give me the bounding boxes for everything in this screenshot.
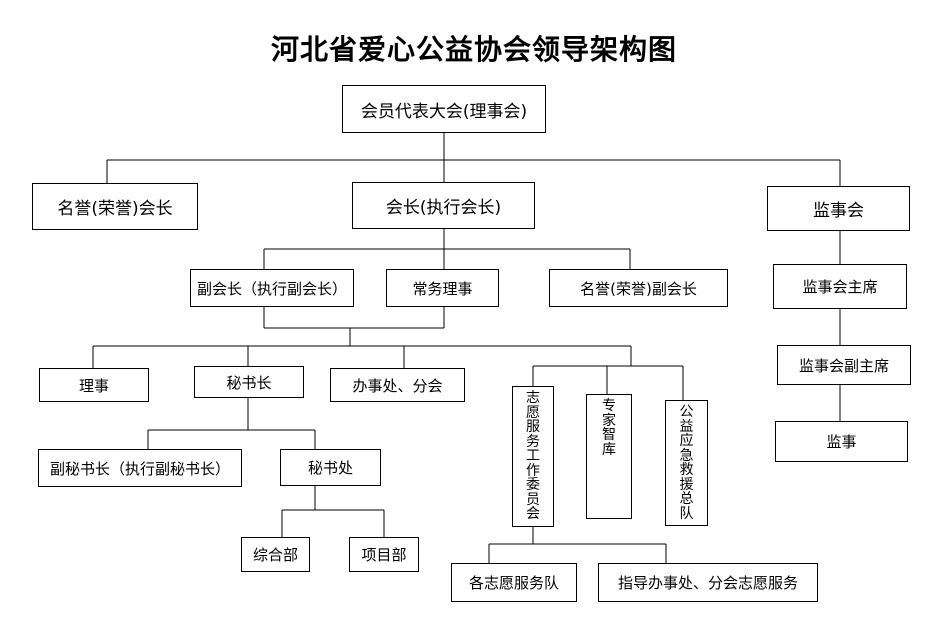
node-vice-president: 副会长（执行副会长） bbox=[190, 269, 354, 307]
node-expert-think-tank-label: 专 家 智 库 bbox=[602, 398, 616, 458]
node-supervisor: 监事 bbox=[775, 421, 908, 462]
node-general-department: 综合部 bbox=[241, 537, 310, 572]
node-expert-think-tank: 专 家 智 库 bbox=[586, 394, 632, 519]
node-volunteer-committee: 志 愿 服 务 工 作 委 员 会 bbox=[512, 386, 554, 527]
node-honorary-vice-president: 名誉(荣誉)副会长 bbox=[549, 269, 728, 307]
node-secretary-general: 秘书长 bbox=[194, 366, 304, 398]
node-project-department: 项目部 bbox=[349, 537, 419, 572]
node-volunteer-teams: 各志愿服务队 bbox=[451, 563, 577, 602]
node-offices-branches: 办事处、分会 bbox=[330, 368, 465, 402]
node-secretariat: 秘书处 bbox=[280, 449, 381, 486]
node-emergency-rescue-team: 公 益 应 急 救 援 总 队 bbox=[665, 400, 708, 526]
node-assembly: 会员代表大会(理事会) bbox=[342, 85, 546, 133]
node-honorary-president: 名誉(荣誉)会长 bbox=[32, 183, 198, 230]
node-volunteer-committee-label: 志 愿 服 务 工 作 委 员 会 bbox=[526, 390, 540, 522]
node-guide-offices-volunteer: 指导办事处、分会志愿服务 bbox=[598, 563, 818, 602]
node-director: 理事 bbox=[39, 368, 149, 402]
node-deputy-secretary-general: 副秘书长（执行副秘书长） bbox=[38, 449, 242, 487]
node-standing-director: 常务理事 bbox=[386, 269, 499, 307]
node-president: 会长(执行会长) bbox=[352, 182, 535, 229]
node-supervisor-chairman: 监事会主席 bbox=[773, 264, 907, 309]
page-title: 河北省爱心公益协会领导架构图 bbox=[270, 33, 677, 66]
node-emergency-rescue-team-label: 公 益 应 急 救 援 总 队 bbox=[679, 404, 694, 522]
node-supervisor-vice-chairman: 监事会副主席 bbox=[777, 345, 911, 385]
node-supervisory-board: 监事会 bbox=[767, 186, 910, 231]
